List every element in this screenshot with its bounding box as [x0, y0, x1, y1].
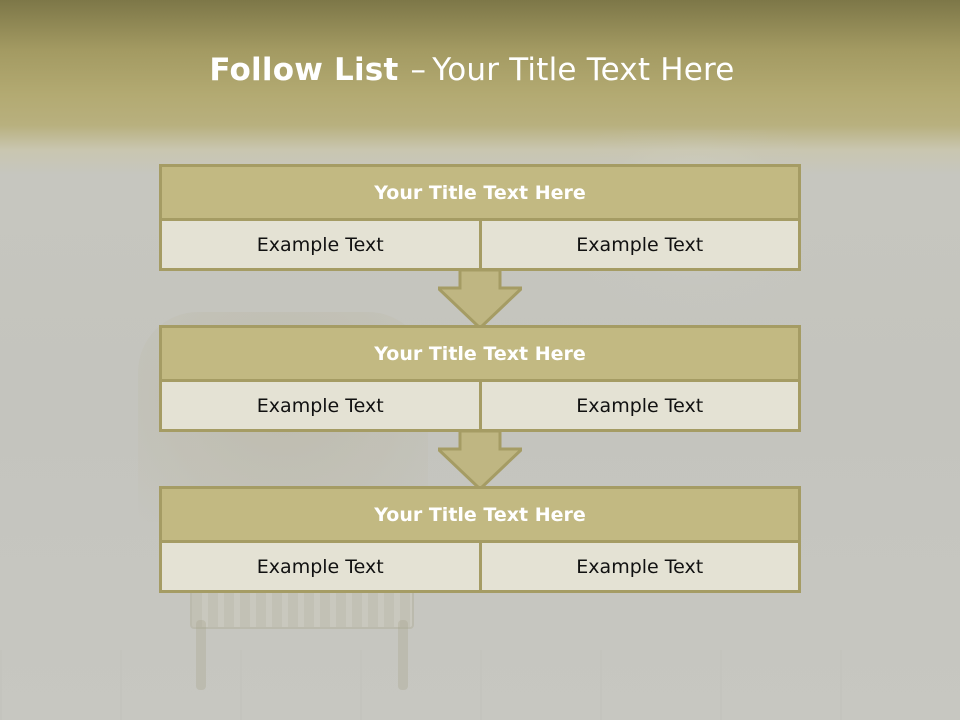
slide-title-rest: Your Title Text Here	[432, 52, 735, 88]
block-title: Your Title Text Here	[162, 328, 798, 382]
list-block-3: Your Title Text Here Example Text Exampl…	[159, 486, 801, 593]
block-row: Example Text Example Text	[162, 543, 798, 590]
list-block-1: Your Title Text Here Example Text Exampl…	[159, 164, 801, 271]
block-cell-right: Example Text	[478, 543, 798, 590]
armchair-leg-image	[196, 620, 206, 690]
block-cell-left: Example Text	[162, 221, 479, 268]
slide-title-bold: Follow List	[209, 52, 399, 88]
floor-background-image	[0, 650, 960, 720]
down-arrow-icon	[438, 270, 522, 330]
slide-title-dash: –	[410, 52, 427, 88]
slide-title: Follow List–Your Title Text Here	[0, 52, 944, 88]
block-cell-left: Example Text	[162, 543, 479, 590]
block-cell-right: Example Text	[478, 221, 798, 268]
block-title: Your Title Text Here	[162, 167, 798, 221]
block-row: Example Text Example Text	[162, 221, 798, 268]
block-row: Example Text Example Text	[162, 382, 798, 429]
block-cell-right: Example Text	[478, 382, 798, 429]
list-block-2: Your Title Text Here Example Text Exampl…	[159, 325, 801, 432]
down-arrow-icon	[438, 431, 522, 491]
armchair-leg-image	[398, 620, 408, 690]
block-title: Your Title Text Here	[162, 489, 798, 543]
block-cell-left: Example Text	[162, 382, 479, 429]
